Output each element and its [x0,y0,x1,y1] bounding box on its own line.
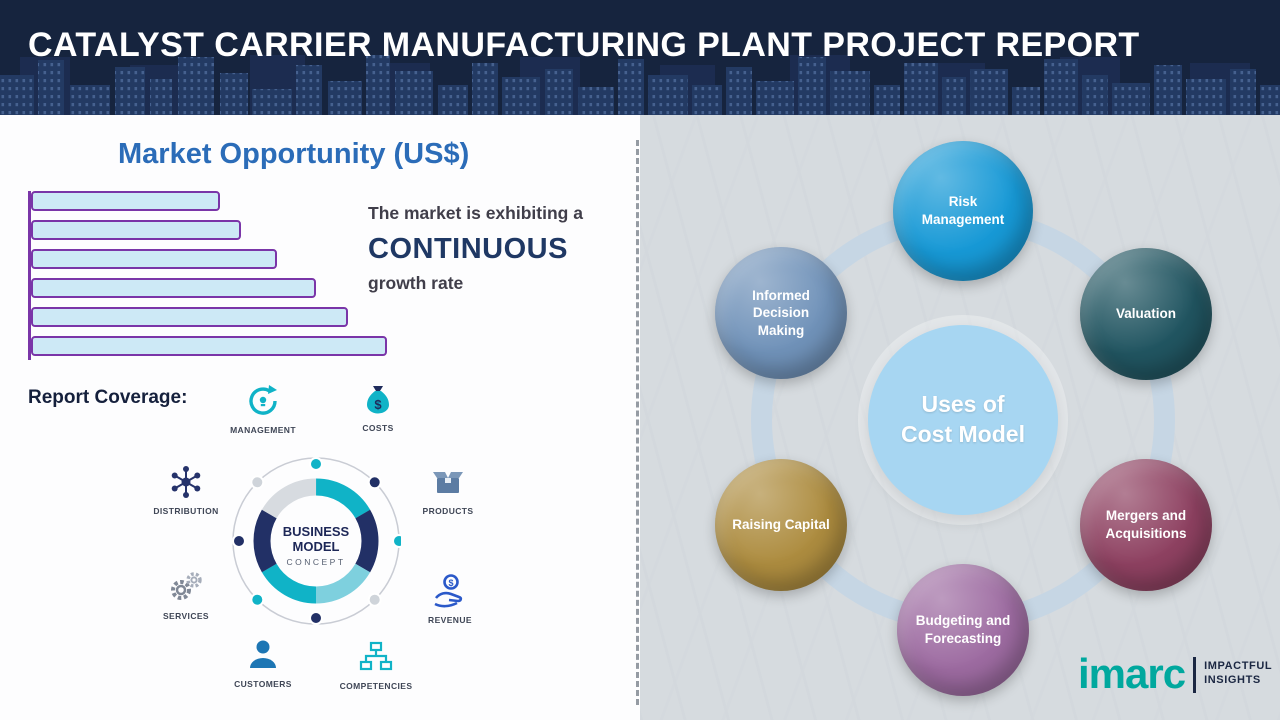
circle-risk-management: Risk Management [893,141,1033,281]
customers-person-icon [250,640,276,668]
chart-axis [28,191,31,360]
dashed-divider [636,140,639,705]
bm-item-products: PRODUCTS [409,462,487,516]
market-text-emphasis: CONTINUOUS [368,233,568,265]
bar [31,220,241,240]
bar [31,249,277,269]
circle-label: Raising Capital [732,517,830,533]
svg-text:$: $ [448,578,453,588]
revenue-hand-coin-icon: $ [434,574,463,608]
chart-bars [31,191,387,365]
bm-center-line3: CONCEPT [286,557,345,567]
business-model-ring: BUSINESS MODEL CONCEPT [232,457,401,625]
imarc-wordmark: imarc [1078,650,1186,697]
center-circle-line1: Uses of [921,391,1005,418]
logo-tagline-line1: IMPACTFUL [1204,660,1273,673]
bm-label: CUSTOMERS [234,679,292,689]
city-skyline-graphic [0,55,1280,115]
bm-label: REVENUE [428,615,472,625]
circle-label: Risk Management [921,194,1005,227]
market-text-intro: The market is exhibiting a [368,203,583,223]
bm-item-management: MANAGEMENT [224,381,302,435]
circle-label: Budgeting and Forecasting [915,613,1011,646]
bm-item-services: SERVICES [147,567,225,621]
circle-mergers-and-acquisitions: Mergers and Acquisitions [1080,459,1212,591]
bar [31,307,348,327]
bar [31,278,316,298]
bm-item-revenue: $ REVENUE [411,571,489,625]
logo-tagline-line2: INSIGHTS [1204,674,1261,686]
bm-label: SERVICES [162,611,210,621]
competencies-orgchart-icon [359,641,393,671]
circle-label: Mergers and Acquisitions [1105,508,1187,541]
bar [31,336,387,356]
center-circle-line2: Cost Model [901,421,1025,447]
bm-item-customers: CUSTOMERS [224,635,302,689]
circle-valuation: Valuation [1080,248,1212,380]
bar [31,191,220,211]
bm-label: COSTS [362,423,394,433]
market-bar-chart [28,191,392,363]
market-text-outro: growth rate [368,273,464,293]
section-title: Market Opportunity (US$) [118,138,470,170]
bm-item-costs: $ COSTS [339,379,417,433]
circle-informed-decision-making: Informed Decision Making [715,247,847,379]
bm-label: MANAGEMENT [230,425,296,435]
circle-raising-capital: Raising Capital [715,459,847,591]
circle-budgeting-and-forecasting: Budgeting and Forecasting [897,564,1029,696]
bm-item-competencies: COMPETENCIES [337,637,415,691]
logo-divider [1193,657,1197,693]
imarc-logo: imarc IMPACTFUL INSIGHTS [1078,653,1272,695]
svg-text:$: $ [374,397,382,412]
circle-label: Informed Decision Making [752,287,810,338]
management-recycle-icon [249,385,277,415]
bm-center-line1: BUSINESS [283,524,350,539]
services-gears-icon [171,572,202,600]
header: CATALYST CARRIER MANUFACTURING PLANT PRO… [0,0,1280,115]
products-box-icon [433,472,463,493]
page-title: CATALYST CARRIER MANUFACTURING PLANT PRO… [28,26,1140,64]
right-panel: Uses of Cost Model Risk Management Valua… [640,115,1280,720]
market-growth-text: The market is exhibiting a CONTINUOUS gr… [368,203,626,294]
bm-label: DISTRIBUTION [153,506,219,516]
circle-label: Valuation [1115,306,1176,322]
uses-of-cost-model-circle: Uses of Cost Model [868,325,1058,515]
left-panel: Market Opportunity (US$) The market is e… [0,115,640,720]
costs-moneybag-icon: $ [367,386,389,414]
bm-item-distribution: DISTRIBUTION [147,462,225,516]
bm-label: COMPETENCIES [339,681,413,691]
distribution-network-icon [171,466,201,498]
logo-tagline: IMPACTFUL INSIGHTS [1204,660,1272,688]
report-coverage-label: Report Coverage: [28,387,188,408]
bm-center-line2: MODEL [293,539,340,554]
bm-label: PRODUCTS [422,506,474,516]
